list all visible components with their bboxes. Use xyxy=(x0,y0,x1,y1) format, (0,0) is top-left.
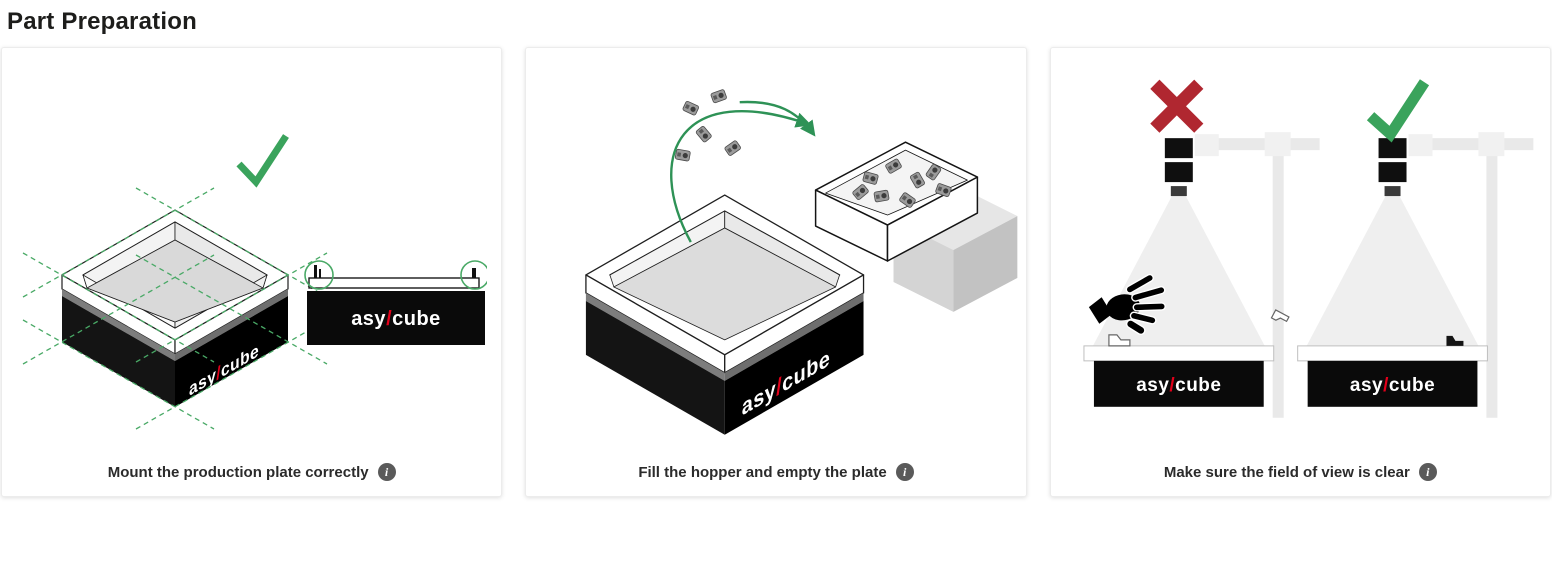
production-plate-surface xyxy=(86,239,264,322)
clamp-highlight-circle xyxy=(459,259,487,290)
fill-hopper-illustration-svg: asy/cube xyxy=(585,88,1018,435)
iso-asycube-device: asy/cube xyxy=(61,208,289,407)
check-icon xyxy=(1366,78,1429,143)
instruction-card-field-of-view: asy/cube xyxy=(1049,47,1551,497)
fill-hopper-arrow xyxy=(739,100,816,137)
iso-asycube-device: asy/cube xyxy=(585,193,865,435)
camera-setup-blocked xyxy=(1083,131,1320,418)
info-icon[interactable]: i xyxy=(377,463,396,481)
card-caption: Make sure the field of view is clear xyxy=(1163,463,1410,481)
instruction-card-mount-plate: asy/cube xyxy=(1,47,503,497)
instruction-cards-row: asy/cube xyxy=(0,47,1552,497)
part-outline-on-plate xyxy=(1107,333,1131,346)
plate-alignment-guides xyxy=(22,186,327,430)
field-of-view-illustration-svg: asy/cube xyxy=(1083,78,1534,418)
instruction-card-fill-hopper: asy/cube Fill the hopper and empty the p… xyxy=(525,47,1027,497)
side-view-asycube-device: asy/cube xyxy=(303,259,487,345)
hopper xyxy=(815,140,979,262)
info-icon[interactable]: i xyxy=(1418,463,1437,481)
clamp-highlight-circle xyxy=(303,259,334,290)
empty-plate-arrow xyxy=(670,109,812,243)
part-outline-tilted xyxy=(1270,308,1290,322)
cross-icon xyxy=(1149,79,1204,133)
plate-clamp-right xyxy=(471,267,476,278)
card-caption-row: Mount the production plate correctly i xyxy=(102,463,402,496)
hand-icon xyxy=(1088,273,1166,335)
mount-plate-illustration: asy/cube xyxy=(2,48,501,463)
field-of-view-illustration: asy/cube xyxy=(1051,48,1550,463)
loose-parts xyxy=(674,88,743,162)
fill-hopper-illustration: asy/cube xyxy=(526,48,1025,463)
plate-clamp-left xyxy=(313,264,317,278)
card-caption: Mount the production plate correctly xyxy=(107,463,369,481)
empty-plate-surface xyxy=(613,227,837,340)
asycube-logo: asy/cube xyxy=(351,308,441,330)
info-icon[interactable]: i xyxy=(895,463,914,481)
mount-plate-illustration-svg: asy/cube xyxy=(22,133,487,430)
card-caption-row: Fill the hopper and empty the plate i xyxy=(632,463,919,496)
page-title: Part Preparation xyxy=(7,8,197,35)
camera-setup-clear xyxy=(1296,131,1534,418)
part-in-field-of-view xyxy=(1446,335,1464,346)
card-caption: Fill the hopper and empty the plate xyxy=(638,463,887,481)
check-icon xyxy=(236,133,289,188)
card-caption-row: Make sure the field of view is clear i xyxy=(1158,463,1443,496)
